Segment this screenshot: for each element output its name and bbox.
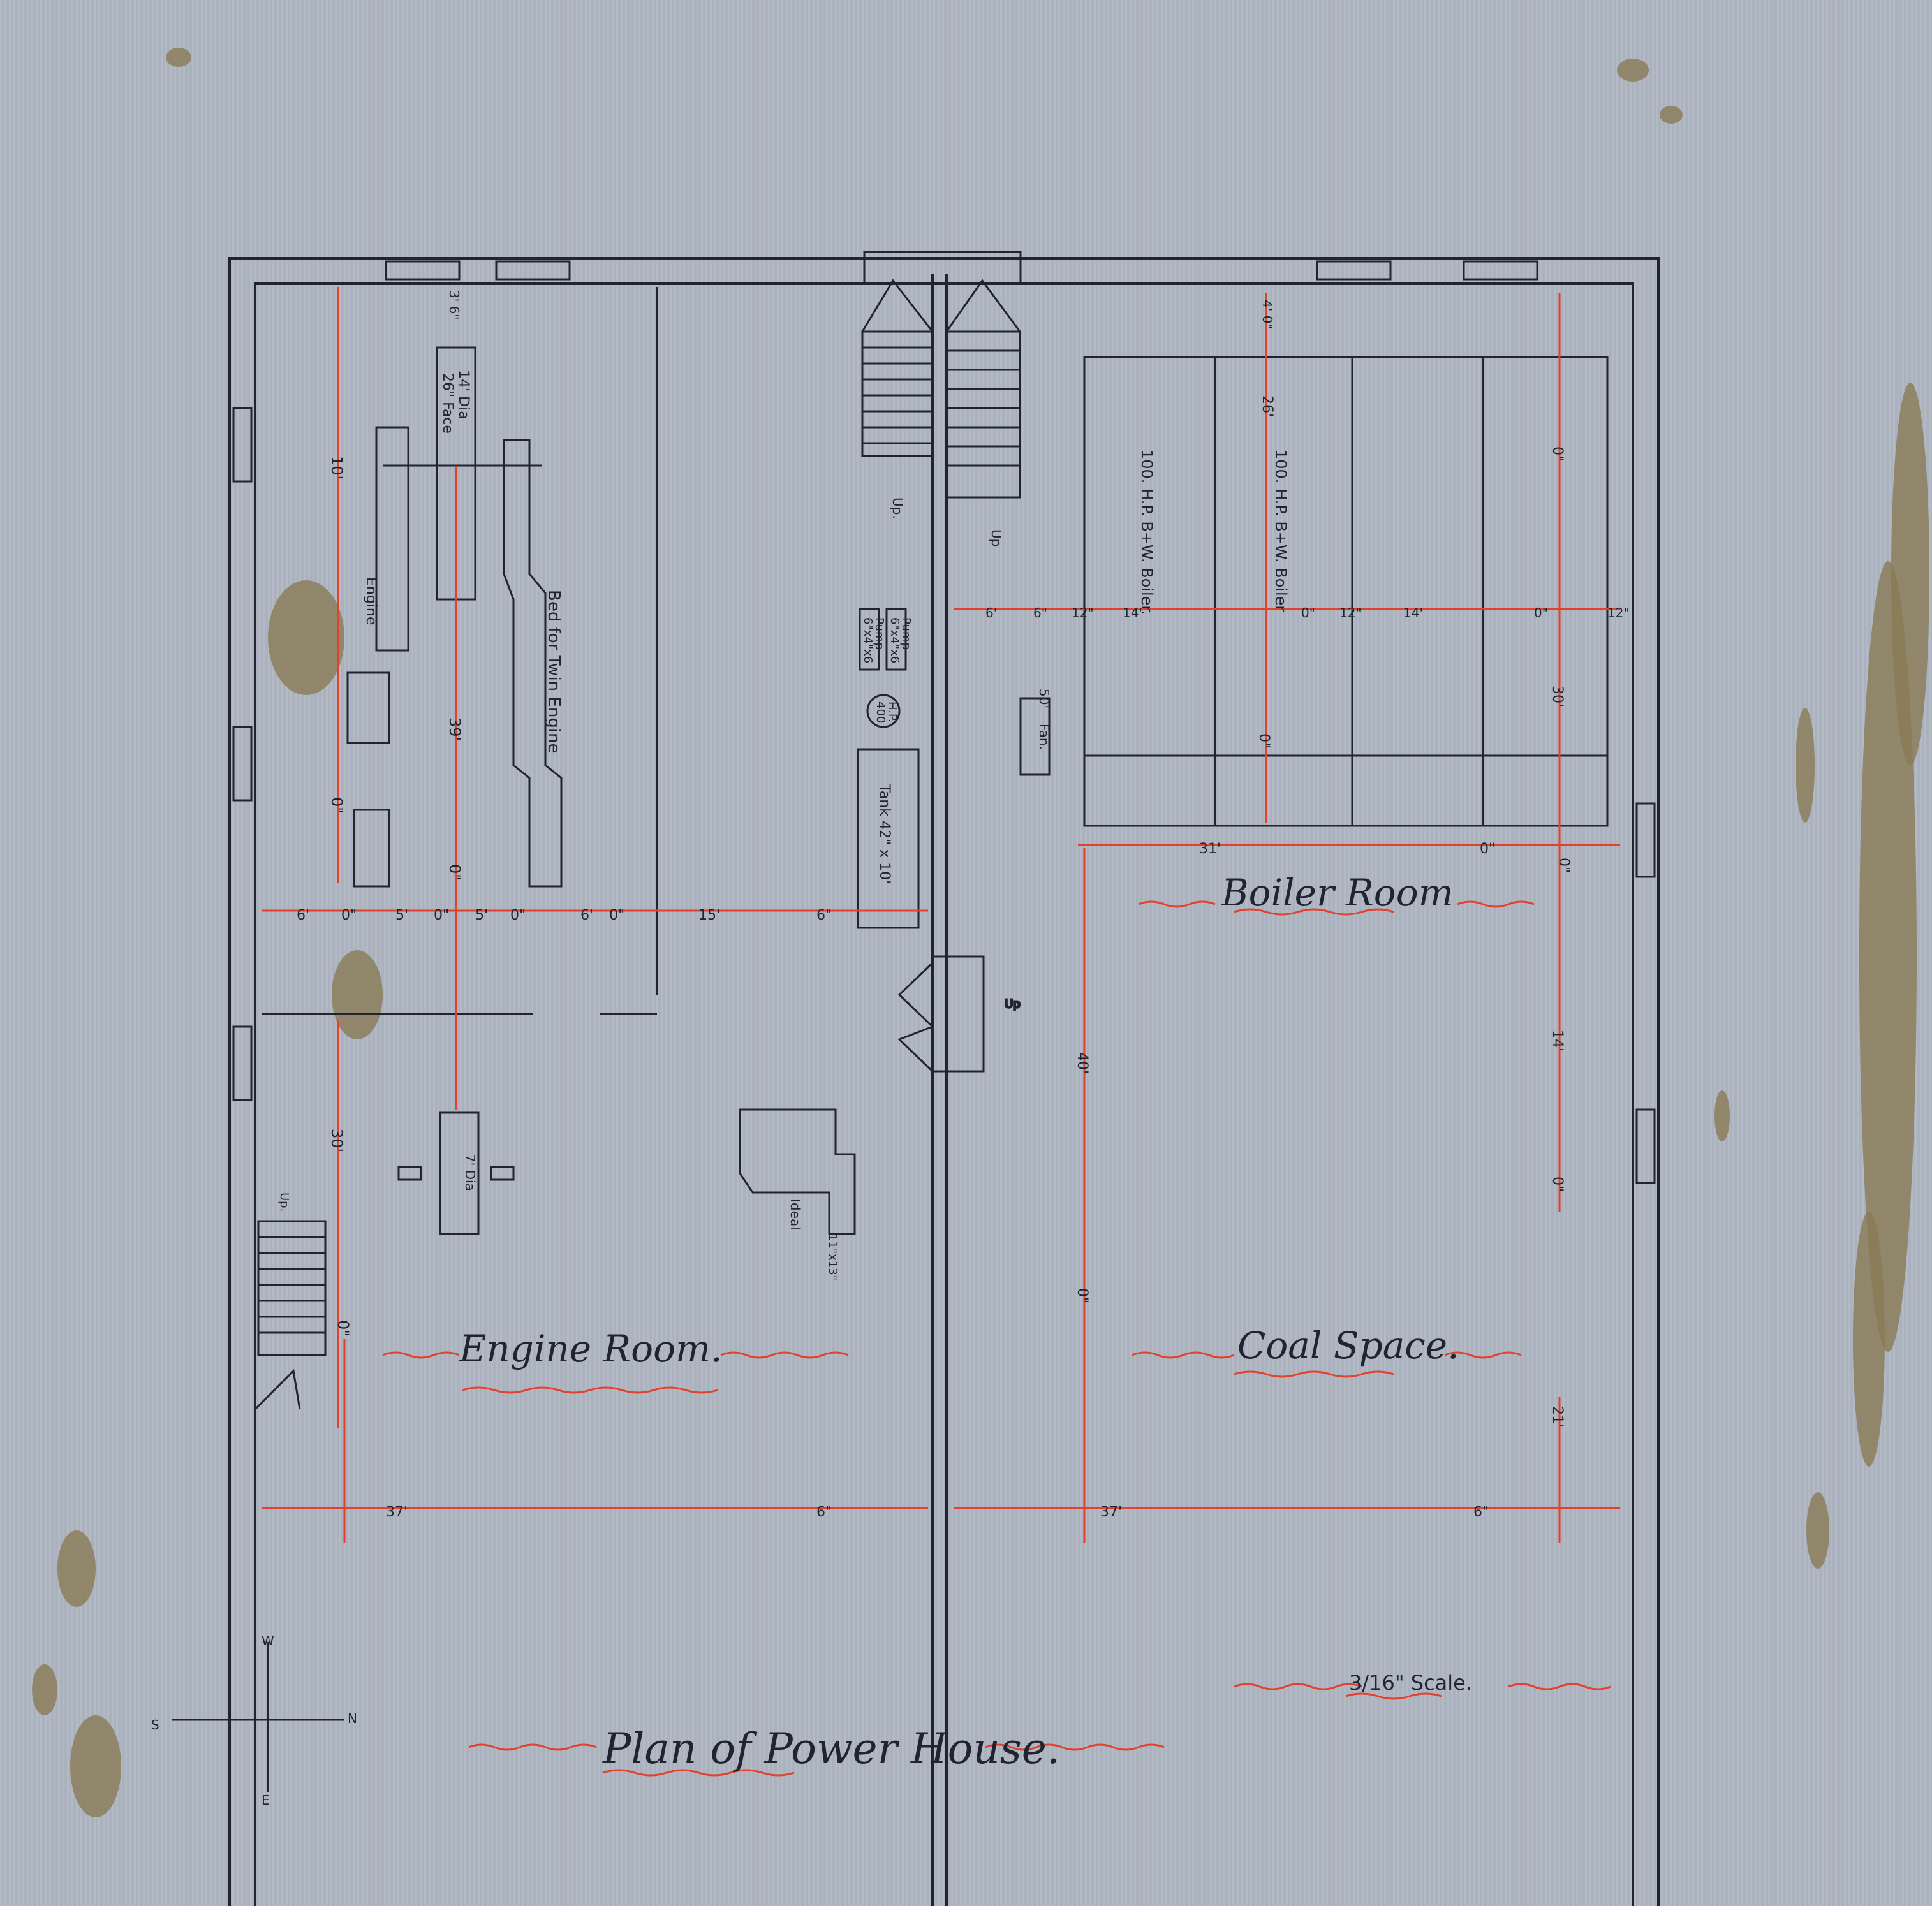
drawing-title: Plan of Power House. — [602, 1724, 1060, 1773]
dim-boil-row-1: 6" — [1033, 605, 1047, 620]
dim-row-0: 6' — [297, 907, 309, 923]
stair-up-label-2: Up — [989, 529, 1004, 546]
paper-stains — [32, 48, 1929, 1817]
dim-coal-14-0: 0" — [1549, 1177, 1565, 1192]
engine-room-label: Engine Room. — [459, 1327, 722, 1370]
dim-boil-right-0b: 0" — [1556, 858, 1572, 873]
small-wheel-label: 7' Dia — [462, 1154, 478, 1191]
bottom-left-stairs: Up. — [254, 1192, 327, 1411]
ideal-size-label: 11"x13" — [826, 1234, 839, 1280]
pump-2-size: 6"x4"x6 — [888, 617, 901, 663]
dimension-lines — [262, 287, 1620, 1777]
dim-boil-26: 26' — [1259, 395, 1275, 417]
dim-boil-row-8: 12" — [1607, 605, 1630, 620]
dim-boil-31: 31' — [1199, 841, 1221, 857]
dim-boil-row-6: 14' — [1403, 605, 1423, 620]
dim-eng-39: 39' — [446, 717, 464, 741]
top-stairs: Up. Up — [861, 279, 1021, 546]
coal-space-label: Coal Space. — [1237, 1324, 1459, 1367]
compass: W S N E — [151, 1633, 357, 1808]
fan-label: Fan. — [1036, 724, 1052, 750]
twin-engine-bed-label: Bed for Twin Engine — [544, 590, 563, 754]
dim-eng-10: 10' — [328, 456, 346, 480]
stair-up-label-1: Up. — [890, 497, 905, 519]
dim-row-4: 5' — [475, 907, 488, 923]
dim-coal-14: 14' — [1549, 1030, 1565, 1052]
dim-row-1: 0" — [341, 907, 357, 923]
dim-coal-21: 21' — [1549, 1406, 1565, 1428]
dim-boil-top: 4' 0" — [1260, 300, 1275, 330]
heater-hp-value: 400 — [874, 701, 887, 723]
stair-up-label-4: Up — [1005, 997, 1021, 1011]
dim-eng-top: 3' 6" — [446, 290, 462, 320]
dim-row-3: 0" — [434, 907, 449, 923]
dim-boil-row-0: 6' — [985, 605, 997, 620]
compass-s: S — [151, 1717, 159, 1733]
boiler-room-label: Boiler Room — [1221, 871, 1454, 914]
dim-eng-0a: 0" — [328, 797, 346, 814]
dim-boil-31-0: 0" — [1480, 841, 1495, 857]
boiler-1-label: 100. H.P. B+W. Boiler. — [1138, 450, 1156, 615]
compass-e: E — [262, 1792, 270, 1808]
dim-boil-row-4: 0" — [1301, 605, 1315, 620]
building-walls — [228, 251, 1660, 1906]
engine-equipment — [262, 287, 1609, 1235]
compass-w: W — [262, 1633, 274, 1648]
dim-row-6: 6' — [580, 907, 593, 923]
middle-door: Up — [897, 955, 1021, 1073]
engine-label: Engine — [363, 577, 379, 625]
flywheel-label-2: 26" Face — [439, 373, 455, 434]
dim-boil-row-5: 12" — [1339, 605, 1362, 620]
dim-eng-0b: 0" — [446, 864, 464, 881]
dim-eng-0c: 0" — [334, 1320, 352, 1337]
dim-row-8: 15' — [698, 907, 720, 923]
dim-row-7: 0" — [609, 907, 624, 923]
ideal-label: Ideal — [788, 1199, 803, 1230]
flywheel-label-1: 14' Dia — [455, 370, 471, 420]
dim-boil-row-2: 12" — [1072, 605, 1094, 620]
dim-boil-row-7: 0" — [1534, 605, 1548, 620]
pump-1-label: Pump — [873, 617, 886, 650]
dim-boil-40: 40' — [1074, 1052, 1090, 1074]
dim-boil-mid: 0" — [1256, 733, 1272, 749]
pump-2-label: Pump — [899, 617, 913, 650]
dim-eng-30: 30' — [328, 1129, 346, 1152]
heater-hp-unit: H.P. — [885, 701, 899, 722]
dim-row-2: 5' — [395, 907, 408, 923]
pump-1-size: 6"x4"x6 — [861, 617, 874, 663]
dim-coal-6: 6" — [1473, 1504, 1489, 1520]
dim-row-5: 0" — [510, 907, 526, 923]
compass-n: N — [348, 1711, 357, 1726]
drawing-scale: 3/16" Scale. — [1349, 1671, 1472, 1695]
dim-eng-37: 37' — [386, 1504, 408, 1520]
dim-boil-right-30: 30' — [1549, 685, 1565, 707]
dim-coal-0: 0" — [1074, 1288, 1090, 1303]
dim-row-9: 6" — [816, 907, 832, 923]
dimension-labels: 3' 6" 10' 39' 0" 30' 0" 0" 6' 0" 5' 0" 5… — [297, 290, 1630, 1520]
dim-eng-6: 6" — [816, 1504, 832, 1520]
tank-label: Tank 42" x 10' — [876, 784, 892, 884]
fan-size: 50' — [1036, 689, 1052, 708]
dim-coal-37: 37' — [1100, 1504, 1122, 1520]
stair-up-label-3: Up. — [277, 1192, 291, 1212]
dim-boil-row-3: 14' — [1123, 605, 1142, 620]
dim-boil-right-0: 0" — [1549, 446, 1565, 462]
boiler-2-label: 100. H.P. B+W. Boiler — [1272, 450, 1290, 612]
